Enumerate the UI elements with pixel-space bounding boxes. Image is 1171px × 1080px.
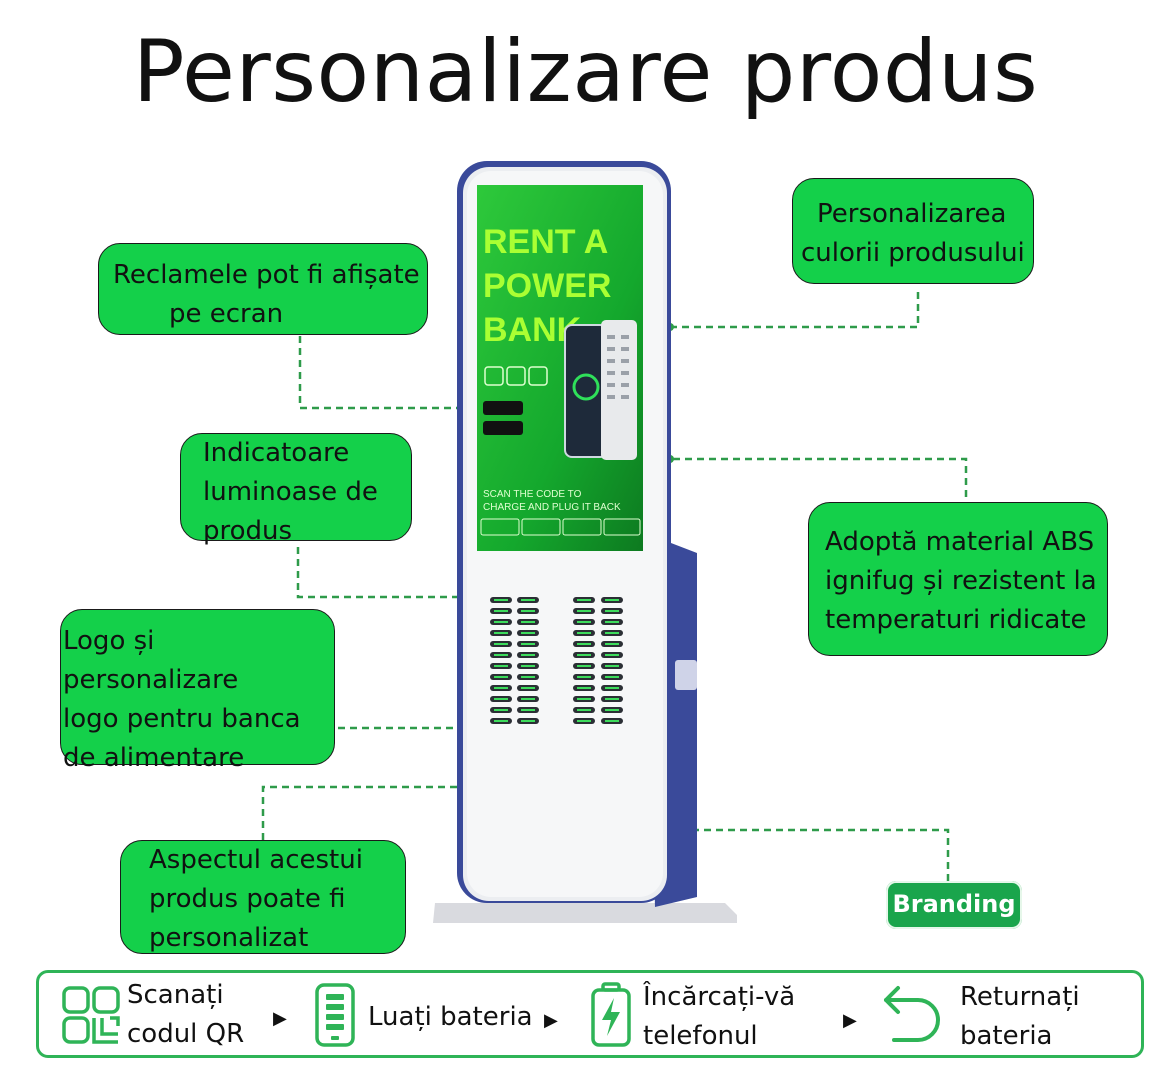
slot-indicator-light bbox=[605, 599, 619, 601]
slot-indicator-light bbox=[494, 665, 508, 667]
step-arrow-2: ▶ bbox=[544, 1010, 558, 1031]
step-arrow-1: ▶ bbox=[273, 1008, 287, 1029]
slot-indicator-light bbox=[605, 676, 619, 678]
slot-indicator-light bbox=[521, 643, 535, 645]
slot-indicator-light bbox=[605, 709, 619, 711]
callout-advertising: Reclamele pot fi afișate pe ecran bbox=[98, 243, 428, 335]
slot-indicator-light bbox=[521, 599, 535, 601]
google-play-badge bbox=[483, 421, 523, 435]
screen-headline-1: RENT A bbox=[483, 223, 608, 261]
slot-indicator-light bbox=[577, 698, 591, 700]
slot-indicator-light bbox=[605, 610, 619, 612]
battery-icon bbox=[315, 983, 355, 1047]
slot-indicator-light bbox=[494, 720, 508, 722]
screen-power-bank bbox=[601, 320, 637, 460]
slot-indicator-light bbox=[605, 698, 619, 700]
screen-headline-2: POWER bbox=[483, 267, 611, 305]
slot-indicator-light bbox=[605, 654, 619, 656]
slot-indicator-light bbox=[605, 665, 619, 667]
appearance-connector bbox=[261, 785, 462, 840]
slot-indicator-light bbox=[494, 709, 508, 711]
slot-indicator-light bbox=[521, 698, 535, 700]
slot-indicator-light bbox=[521, 665, 535, 667]
slot-indicator-light bbox=[577, 632, 591, 634]
slot-indicator-light bbox=[494, 687, 508, 689]
card-slot bbox=[675, 660, 697, 690]
charging-battery-icon bbox=[591, 982, 631, 1047]
branding-connector bbox=[572, 828, 950, 881]
slot-indicator-light bbox=[521, 676, 535, 678]
slot-indicator-light bbox=[577, 643, 591, 645]
kiosk-illustration: RENT A POWER BANK SCAN THE CODE TO CHARG… bbox=[433, 161, 737, 923]
slot-indicator-light bbox=[521, 610, 535, 612]
indicators-connector bbox=[296, 547, 508, 599]
qr-code-icon bbox=[62, 986, 120, 1044]
step-arrow-3: ▶ bbox=[843, 1010, 857, 1031]
step-take-battery-label: Luați bateria bbox=[368, 1002, 533, 1032]
slot-indicator-light bbox=[494, 698, 508, 700]
slot-indicator-light bbox=[577, 687, 591, 689]
callout-appearance: Aspectul acestui produs poate fi persona… bbox=[120, 840, 406, 954]
slot-indicator-light bbox=[521, 621, 535, 623]
slot-indicator-light bbox=[494, 599, 508, 601]
screen-phone bbox=[564, 324, 608, 458]
slot-indicator-light bbox=[605, 643, 619, 645]
page-title: Personalizare produs bbox=[132, 22, 1039, 122]
slot-indicator-light bbox=[521, 687, 535, 689]
slot-indicator-light bbox=[577, 621, 591, 623]
material-connector bbox=[670, 457, 968, 497]
slot-indicator-light bbox=[577, 676, 591, 678]
slot-indicator-light bbox=[521, 720, 535, 722]
return-arrow-icon bbox=[884, 986, 940, 1042]
screen-scan-text-2: CHARGE AND PLUG IT BACK bbox=[483, 502, 621, 513]
slot-indicator-light bbox=[577, 654, 591, 656]
usage-steps-bar bbox=[36, 970, 1144, 1058]
slot-indicator-light bbox=[494, 632, 508, 634]
step-charge-label: Încărcați-vă telefonul bbox=[643, 982, 796, 1051]
slot-indicator-light bbox=[494, 610, 508, 612]
slot-indicator-light bbox=[521, 632, 535, 634]
step-return-label: Returnați bateria bbox=[960, 982, 1080, 1051]
step-scan-label: Scanați codul QR bbox=[127, 980, 245, 1049]
slot-indicator-light bbox=[494, 621, 508, 623]
screen-scan-text-1: SCAN THE CODE TO bbox=[483, 489, 582, 500]
slot-indicator-light bbox=[494, 654, 508, 656]
slot-indicator-light bbox=[605, 621, 619, 623]
callout-logo: Logo și personalizare logo pentru banca … bbox=[60, 609, 335, 773]
slot-indicator-light bbox=[577, 665, 591, 667]
slot-indicator-light bbox=[577, 599, 591, 601]
power-bank-slots bbox=[490, 597, 623, 724]
slot-indicator-light bbox=[577, 610, 591, 612]
callout-color: Personalizarea culorii produsului bbox=[792, 178, 1034, 284]
slot-indicator-light bbox=[521, 709, 535, 711]
ads-connector bbox=[298, 336, 478, 410]
callout-indicator-lights: Indicatoare luminoase de produs bbox=[180, 433, 412, 546]
slot-indicator-light bbox=[605, 720, 619, 722]
slot-indicator-light bbox=[605, 632, 619, 634]
slot-indicator-light bbox=[577, 709, 591, 711]
slot-indicator-light bbox=[494, 676, 508, 678]
kiosk-base bbox=[433, 903, 737, 923]
slot-indicator-light bbox=[494, 643, 508, 645]
slot-indicator-light bbox=[577, 720, 591, 722]
slot-indicator-light bbox=[521, 654, 535, 656]
app-store-badge bbox=[483, 401, 523, 415]
callout-material: Adoptă material ABS ignifug și rezistent… bbox=[808, 502, 1108, 656]
slot-indicator-light bbox=[605, 687, 619, 689]
branding-badge: Branding bbox=[886, 881, 1022, 929]
